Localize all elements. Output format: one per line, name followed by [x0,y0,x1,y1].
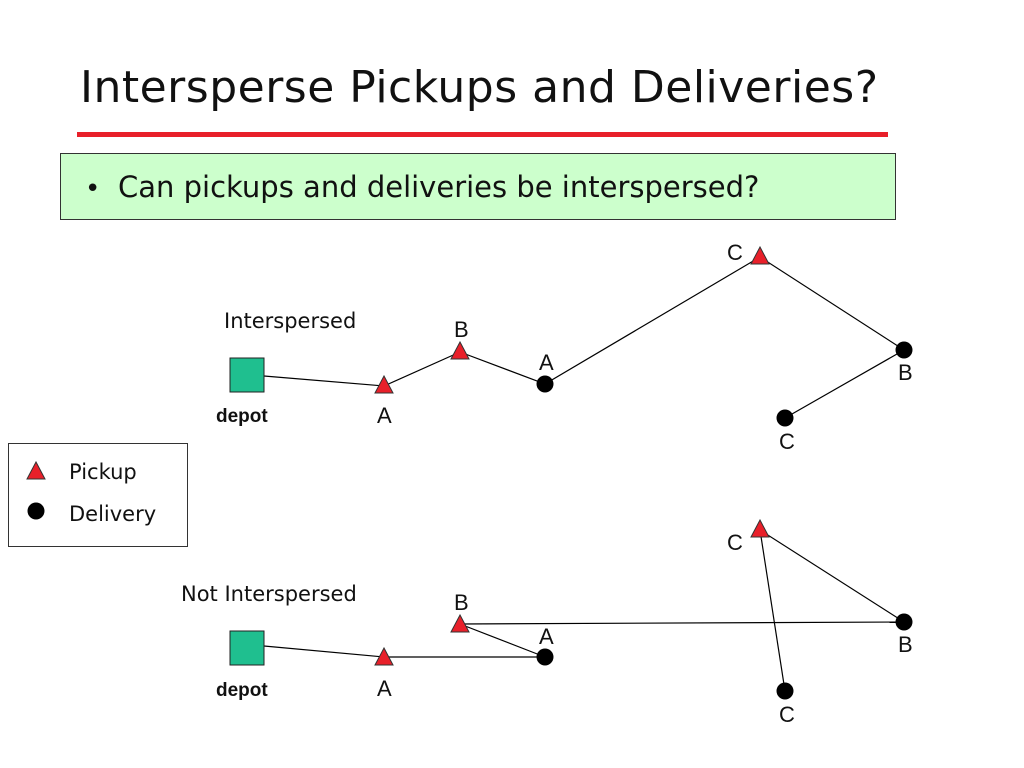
pickup-c-label: C [727,240,743,265]
bullet-point-icon: • [85,174,101,204]
pickup-b-triangle [450,340,470,360]
delivery-c-label: C [779,429,795,454]
edge-pickup-b-to-delivery-a [459,351,546,385]
title-underline [77,132,888,137]
edge-depot-to-pickup-a [263,645,385,658]
pickup-a-label: A [377,676,392,701]
edge-pickup-c-to-delivery-c [759,529,786,692]
delivery-b-circle [895,341,913,359]
edge-pickup-c-to-delivery-b [759,256,905,351]
edge-delivery-a-to-pickup-b [459,623,546,658]
pickup-a-triangle [374,646,394,666]
pickup-a-label: A [377,403,392,428]
delivery-circle-icon [27,502,45,520]
edge-pickup-b-to-delivery-b [459,621,905,625]
legend-label-delivery: Delivery [69,502,157,526]
bullet-text: Can pickups and deliveries be interspers… [118,170,760,204]
delivery-b-label: B [898,632,913,657]
delivery-c-label: C [779,702,795,727]
pickup-b-label: B [454,317,469,342]
diagram-caption: Not Interspersed [181,582,357,606]
delivery-a-circle [536,648,554,666]
legend-label-pickup: Pickup [69,460,137,484]
depot-square [229,357,265,393]
depot-label: depot [216,680,268,701]
pickup-triangle-icon [26,460,46,480]
pickup-a-triangle [374,374,394,394]
pickup-b-label: B [454,590,469,615]
edge-pickup-a-to-pickup-b [383,351,461,387]
delivery-a-label: A [539,624,554,649]
delivery-a-circle [536,375,554,393]
interspersed-route: Interspersed depot A B C A B C [216,240,913,454]
delivery-c-circle [776,409,794,427]
pickup-c-triangle [750,518,770,538]
pickup-c-label: C [727,530,743,555]
delivery-b-label: B [898,360,913,385]
delivery-b-circle [895,613,913,631]
delivery-c-circle [776,682,794,700]
legend-item-delivery: Delivery [9,502,187,532]
not-interspersed-route: Not Interspersed depot A B C A B C [181,518,913,727]
edge-delivery-b-to-delivery-c [784,349,905,419]
slide-title: Intersperse Pickups and Deliveries? [80,62,879,113]
edge-depot-to-pickup-a [263,375,385,387]
pickup-c-triangle [750,245,770,265]
depot-label: depot [216,406,268,427]
legend-item-pickup: Pickup [9,460,187,490]
edge-delivery-b-to-pickup-c [759,529,905,623]
bullet-box: • Can pickups and deliveries be interspe… [60,153,896,220]
diagram-caption: Interspersed [224,309,356,333]
legend: Pickup Delivery [8,443,188,547]
edge-delivery-a-to-pickup-c [544,256,761,385]
depot-square [229,630,265,666]
delivery-a-label: A [539,350,554,375]
pickup-b-triangle [450,613,470,633]
